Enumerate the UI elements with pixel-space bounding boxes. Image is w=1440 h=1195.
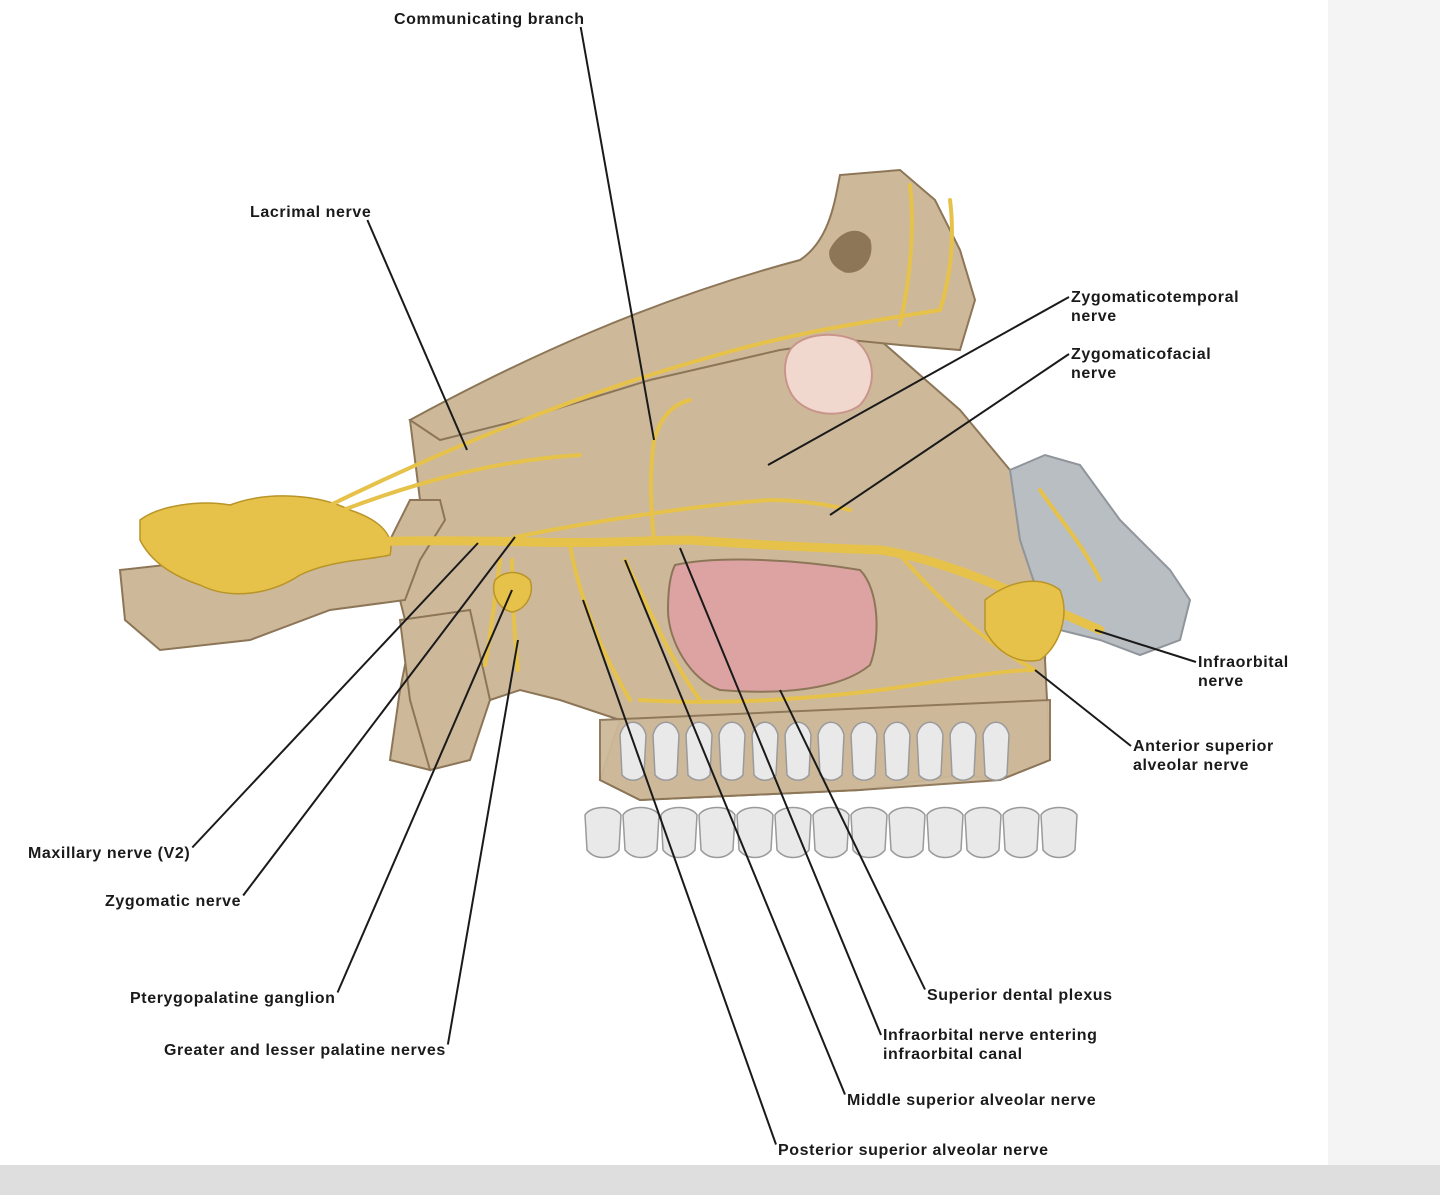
leader-line-zygomaticotemporal-nerve <box>767 296 1070 466</box>
tooth <box>698 806 736 859</box>
tooth <box>718 721 746 781</box>
lacrimal-branch <box>328 453 582 517</box>
label-pterygopalatine-ganglion: Pterygopalatine ganglion <box>130 990 336 1007</box>
maxillary-trunk <box>295 535 695 550</box>
tooth <box>916 721 944 781</box>
leader-line-lacrimal-nerve <box>366 219 468 451</box>
zygomatic-branch <box>513 497 852 539</box>
label-zygomaticofacial-nerve: Zygomaticofacial nerve <box>1071 346 1212 382</box>
tooth <box>584 806 622 859</box>
leader-lines <box>191 26 1197 1145</box>
leader-line-anterior-superior-alveolar-nerve <box>1034 669 1132 747</box>
tooth <box>1040 806 1078 859</box>
leader-line-infraorbital-nerve-entering-canal <box>679 547 882 1036</box>
label-middle-superior-alveolar-nerve: Middle superior alveolar nerve <box>847 1092 1097 1109</box>
bottom-margin <box>0 1165 1440 1195</box>
tooth <box>926 806 964 859</box>
tooth <box>883 721 911 781</box>
leader-line-middle-superior-alveolar-nerve <box>624 559 846 1095</box>
frontal-bone <box>408 168 977 442</box>
maxillary-sinus <box>666 558 878 693</box>
tooth <box>619 721 647 781</box>
tooth <box>812 806 850 859</box>
leader-line-infraorbital-nerve <box>1094 629 1197 663</box>
palatine-branch-2 <box>483 558 502 667</box>
side-margin <box>1328 0 1440 1165</box>
nasal-branch <box>1038 488 1102 582</box>
dental-plexus <box>638 668 1037 704</box>
tooth <box>1002 806 1040 859</box>
label-zygomaticotemporal-nerve: Zygomaticotemporal nerve <box>1071 289 1240 325</box>
leader-line-communicating-branch <box>579 26 655 441</box>
label-maxillary-nerve: Maxillary nerve (V2) <box>28 845 191 862</box>
pterygopalatine-ganglion <box>493 571 532 613</box>
frontal-sinus <box>829 230 872 273</box>
leader-line-posterior-superior-alveolar-nerve <box>582 599 777 1145</box>
label-superior-dental-plexus: Superior dental plexus <box>927 987 1113 1004</box>
label-communicating-branch: Communicating branch <box>394 11 585 28</box>
lower-teeth <box>584 806 1078 859</box>
label-lacrimal-nerve: Lacrimal nerve <box>250 204 372 221</box>
nerve-network <box>139 183 1105 704</box>
tooth <box>964 806 1002 859</box>
communicating-branch <box>649 398 692 542</box>
supratrochlear-branch <box>898 183 914 327</box>
tooth <box>685 721 713 781</box>
lacrimal-gland <box>784 333 873 415</box>
pterygoid-plate <box>398 608 492 772</box>
maxillary-region-drawing <box>118 168 1192 859</box>
label-greater-lesser-palatine-nerves: Greater and lesser palatine nerves <box>164 1042 446 1059</box>
trigeminal-ganglion <box>139 495 392 595</box>
tooth <box>736 806 774 859</box>
ophthalmic-branch <box>298 308 942 522</box>
tooth <box>622 806 660 859</box>
tooth <box>817 721 845 781</box>
tooth <box>888 806 926 859</box>
label-posterior-superior-alveolar-nerve: Posterior superior alveolar nerve <box>778 1142 1049 1159</box>
leader-line-superior-dental-plexus <box>779 689 926 990</box>
label-zygomatic-nerve: Zygomatic nerve <box>105 893 242 910</box>
tooth <box>949 721 977 781</box>
leader-line-greater-lesser-palatine-nerves <box>446 639 519 1045</box>
leader-line-zygomaticofacial-nerve <box>829 353 1070 516</box>
label-infraorbital-nerve: Infraorbital nerve <box>1198 654 1289 690</box>
facial-branch-cluster <box>984 580 1065 662</box>
upper-teeth <box>619 721 1010 781</box>
leader-line-pterygopalatine-ganglion <box>336 589 513 993</box>
label-anterior-superior-alveolar-nerve: Anterior superior alveolar nerve <box>1133 738 1274 774</box>
label-infraorbital-nerve-entering-canal: Infraorbital nerve entering infraorbital… <box>883 1027 1098 1063</box>
supraorbital-branch <box>938 198 954 312</box>
middle-superior-alveolar <box>623 558 702 702</box>
leader-line-maxillary-nerve <box>191 542 479 849</box>
tooth <box>652 721 680 781</box>
tooth <box>982 721 1010 781</box>
tooth <box>784 721 812 781</box>
tooth <box>850 721 878 781</box>
leader-line-zygomatic-nerve <box>242 536 516 897</box>
